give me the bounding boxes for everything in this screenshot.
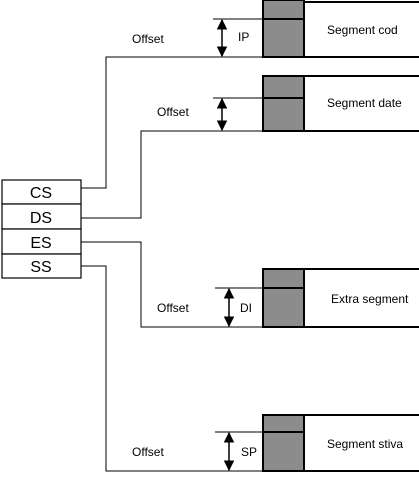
segment-stack-offset-label: Offset	[132, 445, 164, 459]
connector-ss-to-stack	[81, 265, 263, 472]
register-ds-label: DS	[30, 210, 52, 227]
segment-code: Segment cod Offset IP	[132, 0, 419, 58]
segment-code-block	[262, 0, 305, 58]
segment-stack: Segment stiva Offset SP	[132, 414, 419, 472]
segment-code-pointer-label: IP	[238, 30, 249, 44]
segment-data-title: Segment date	[327, 96, 402, 110]
segment-data-block	[262, 75, 305, 132]
register-cs-label: CS	[30, 185, 52, 202]
register-cs-box	[1, 179, 82, 205]
segment-stack-block	[262, 414, 305, 472]
register-es-label: ES	[30, 235, 51, 252]
connector-es-to-extra	[81, 241, 263, 328]
segment-data-offset-label: Offset	[157, 105, 189, 119]
segment-extra-title: Extra segment	[331, 292, 409, 306]
segment-code-offset-label: Offset	[132, 32, 164, 46]
register-stack: CS DS ES SS	[1, 179, 82, 279]
segment-stack-pointer-label: SP	[241, 445, 257, 459]
connector-ds-to-data	[81, 130, 263, 219]
connector-cs-to-code	[81, 56, 263, 189]
segment-code-title: Segment cod	[327, 23, 398, 37]
segment-extra-offset-label: Offset	[157, 301, 189, 315]
segment-extra-pointer-label: DI	[240, 301, 252, 315]
register-ds-box	[1, 203, 82, 230]
segment-extra-block	[262, 268, 305, 328]
segment-stack-title: Segment stiva	[327, 437, 403, 451]
segment-data: Segment date Offset	[157, 75, 419, 132]
register-ss-label: SS	[30, 259, 51, 276]
segment-extra: Extra segment Offset DI	[157, 268, 419, 328]
